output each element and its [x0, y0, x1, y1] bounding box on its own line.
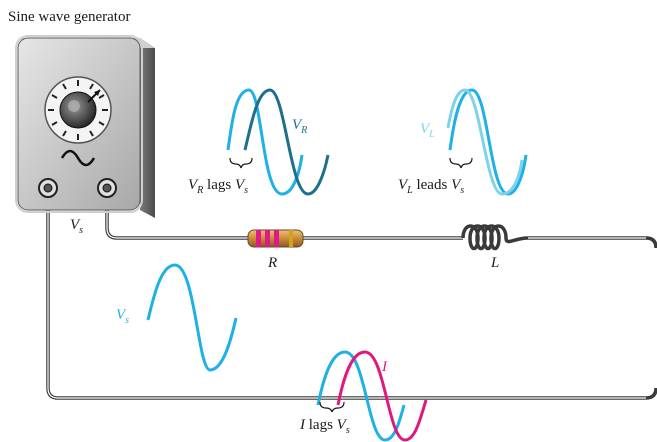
terminal-left[interactable] — [38, 178, 58, 198]
vs-wave — [146, 263, 238, 372]
vr-caption: VR lags Vs — [188, 177, 249, 196]
resistor-label: R — [268, 255, 278, 271]
i-wave — [336, 350, 428, 442]
circuit-wires — [46, 193, 657, 400]
inductor-coil — [461, 224, 529, 251]
vr-waveforms — [226, 88, 330, 196]
i-reference-vs-wave — [316, 350, 406, 442]
vr-reference-vs-wave — [226, 88, 304, 196]
vs-wave-label: Vs — [116, 307, 130, 326]
vr-wave — [243, 88, 330, 196]
vr-phase-brace-icon — [229, 157, 253, 169]
bottom-wire — [46, 193, 657, 400]
i-caption: I lags Vs — [300, 417, 350, 436]
terminal-right[interactable] — [97, 178, 117, 198]
vr-wave-label: VR — [292, 117, 308, 136]
frequency-dial[interactable] — [44, 76, 112, 144]
i-wave-label: I — [382, 359, 387, 375]
sine-wave-generator — [15, 35, 155, 218]
inductor-label: L — [491, 255, 500, 271]
i-waveforms — [316, 350, 428, 442]
source-voltage-label: Vs — [70, 217, 84, 236]
resistor — [247, 229, 304, 248]
sine-symbol-icon — [60, 149, 96, 167]
vl-reference-vs-wave — [448, 88, 528, 196]
vl-waveforms — [446, 88, 528, 196]
i-phase-brace-icon — [319, 401, 345, 413]
inductor-to-right-wire — [528, 236, 657, 249]
vl-phase-brace-icon — [449, 157, 473, 169]
vl-caption: VL leads Vs — [398, 177, 465, 196]
generator-title: Sine wave generator — [8, 9, 131, 25]
vl-wave-label: VL — [420, 121, 435, 140]
vl-wave — [446, 88, 524, 196]
